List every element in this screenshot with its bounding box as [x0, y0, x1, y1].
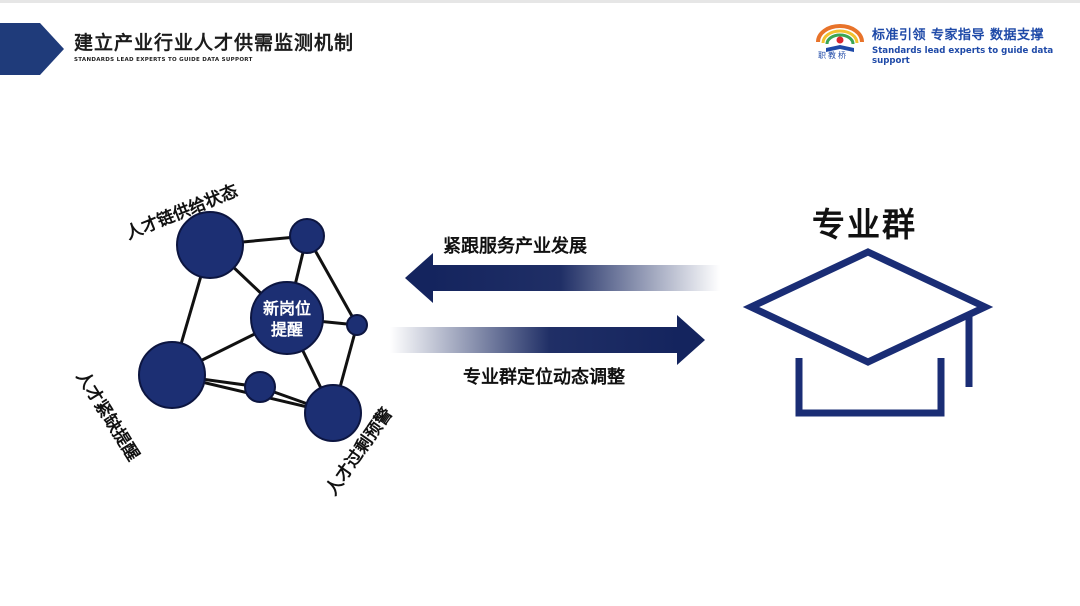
left-arrow: [405, 253, 720, 303]
node-shortage: [138, 341, 206, 409]
brand-slogan-cn: 标准引领 专家指导 数据支撑: [872, 28, 1045, 43]
page-subtitle: STANDARDS LEAD EXPERTS TO GUIDE DATA SUP…: [74, 57, 253, 63]
node-small-bottom: [244, 371, 276, 403]
right-arrow: [390, 315, 705, 365]
page-title: 建立产业行业人才供需监测机制: [74, 32, 355, 54]
node-small-top: [289, 218, 325, 254]
center-node-line1: 新岗位: [262, 299, 311, 318]
right-arrow-label: 专业群定位动态调整: [463, 367, 625, 388]
brand-logo-text: 职教桥: [818, 51, 848, 60]
specialty-group-title: 专业群: [812, 205, 917, 244]
node-surplus: [304, 384, 362, 442]
node-tiny-right: [346, 314, 368, 336]
graduation-cap-icon: [742, 248, 994, 417]
right-arrow-body: [390, 327, 680, 353]
center-node-label: 新岗位 提醒: [256, 298, 318, 340]
node-supply: [176, 211, 244, 279]
brand-slogan-en: Standards lead experts to guide data sup…: [872, 46, 1054, 66]
node-center: [250, 281, 324, 355]
left-arrow-label: 紧跟服务产业发展: [443, 236, 587, 257]
brand-logo-icon: [816, 24, 864, 52]
left-arrow-head: [405, 253, 433, 303]
top-border: [0, 0, 1080, 3]
left-arrow-body: [430, 265, 720, 291]
header-chevron-icon: [0, 23, 64, 75]
center-node-line2: 提醒: [270, 320, 303, 339]
network-nodes: [138, 211, 368, 442]
right-arrow-head: [677, 315, 705, 365]
